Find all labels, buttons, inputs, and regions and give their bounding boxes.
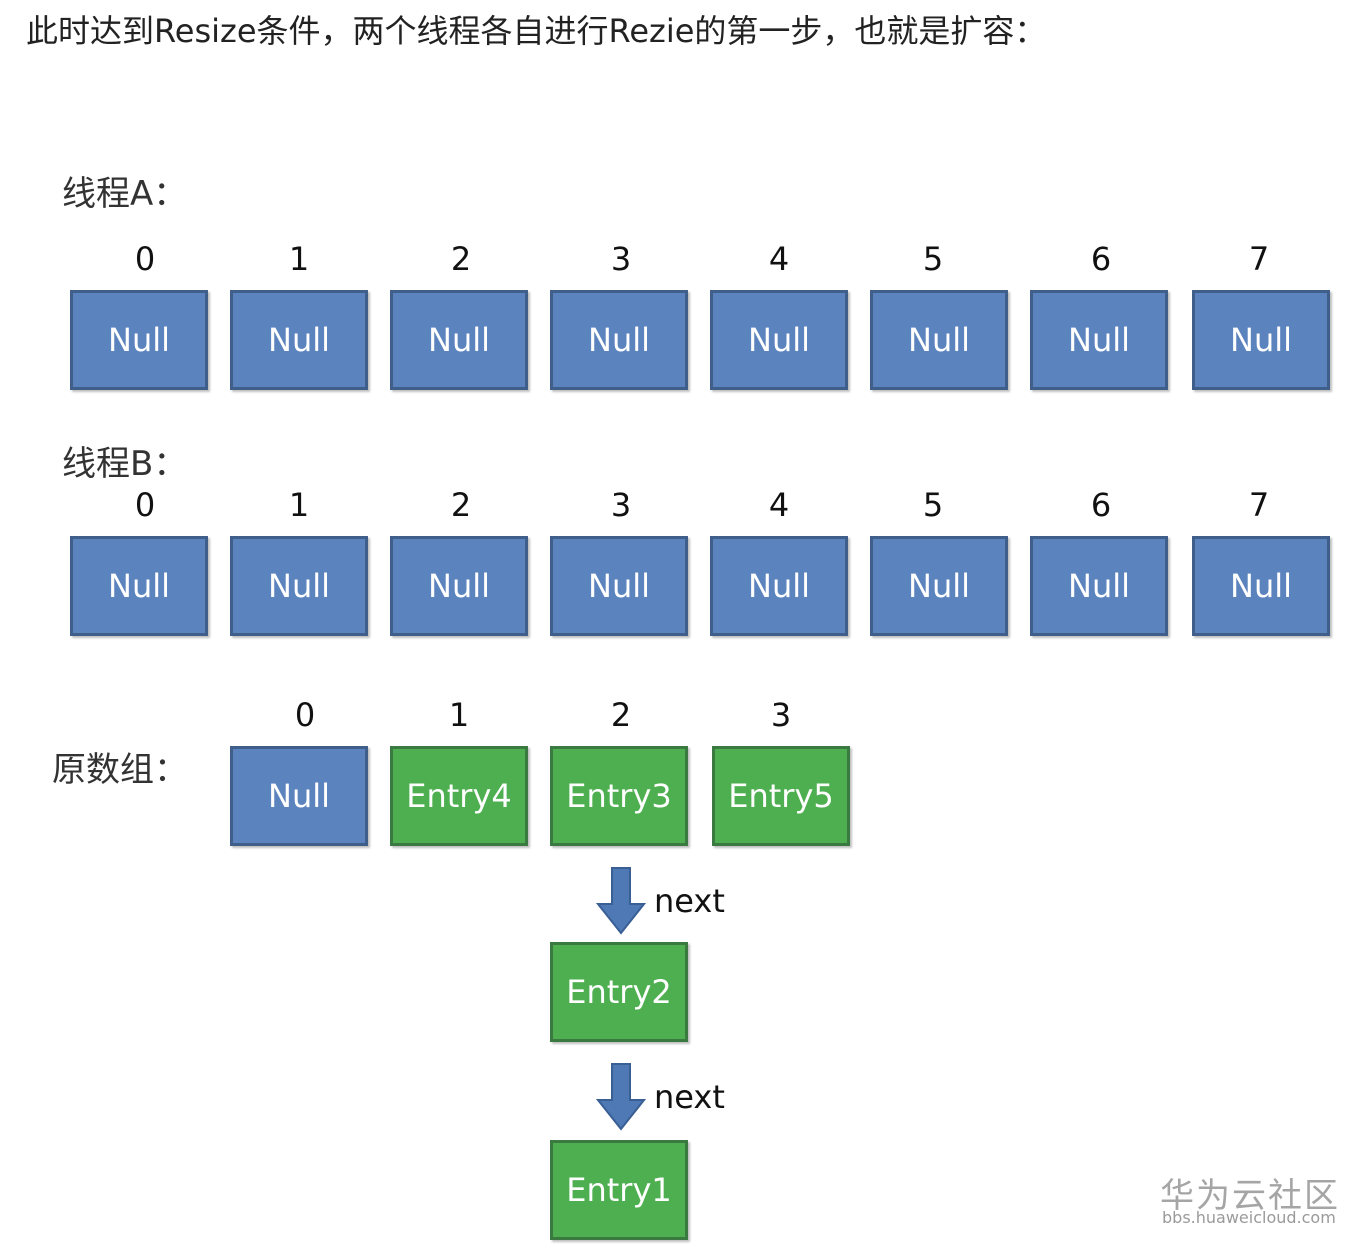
original-index: 3 — [770, 696, 792, 734]
thread-a-index: 1 — [288, 240, 310, 278]
original-cell-entry4: Entry4 — [390, 746, 528, 846]
thread-b-cell: Null — [1030, 536, 1168, 636]
watermark-logo-text: 华为云社区 — [1160, 1176, 1340, 1216]
thread-b-cell: Null — [230, 536, 368, 636]
original-index: 2 — [610, 696, 632, 734]
thread-a-cell: Null — [1030, 290, 1168, 390]
original-index: 0 — [294, 696, 316, 734]
thread-b-cell: Null — [390, 536, 528, 636]
next-label: next — [654, 882, 725, 920]
thread-b-index: 7 — [1248, 486, 1270, 524]
thread-b-cell: Null — [870, 536, 1008, 636]
original-cell-null: Null — [230, 746, 368, 846]
thread-a-index: 7 — [1248, 240, 1270, 278]
thread-b-index: 6 — [1090, 486, 1112, 524]
thread-b-index: 5 — [922, 486, 944, 524]
thread-a-index: 3 — [610, 240, 632, 278]
thread-b-index: 4 — [768, 486, 790, 524]
thread-a-cell: Null — [550, 290, 688, 390]
thread-b-index: 2 — [450, 486, 472, 524]
down-arrow-icon — [596, 1063, 646, 1131]
thread-a-index: 5 — [922, 240, 944, 278]
next-label: next — [654, 1078, 725, 1116]
intro-text: 此时达到Resize条件，两个线程各自进行Rezie的第一步，也就是扩容： — [26, 12, 1047, 50]
chain-node-entry1: Entry1 — [550, 1140, 688, 1240]
thread-a-cell: Null — [70, 290, 208, 390]
thread-b-index: 0 — [134, 486, 156, 524]
thread-b-cell: Null — [1192, 536, 1330, 636]
thread-b-cell: Null — [70, 536, 208, 636]
thread-a-cell: Null — [710, 290, 848, 390]
thread-a-cell: Null — [1192, 290, 1330, 390]
thread-a-cell: Null — [870, 290, 1008, 390]
chain-node-entry2: Entry2 — [550, 942, 688, 1042]
thread-a-index: 0 — [134, 240, 156, 278]
thread-b-cell: Null — [550, 536, 688, 636]
thread-a-cell: Null — [230, 290, 368, 390]
original-cell-entry5: Entry5 — [712, 746, 850, 846]
thread-b-label: 线程B： — [62, 444, 188, 484]
thread-a-index: 2 — [450, 240, 472, 278]
original-array-label: 原数组： — [52, 750, 188, 790]
thread-b-cell: Null — [710, 536, 848, 636]
thread-b-index: 3 — [610, 486, 632, 524]
thread-a-index: 6 — [1090, 240, 1112, 278]
down-arrow-icon — [596, 867, 646, 935]
thread-a-cell: Null — [390, 290, 528, 390]
watermark-url: bbs.huaweicloud.com — [1162, 1208, 1336, 1227]
thread-a-label: 线程A： — [62, 174, 188, 214]
original-index: 1 — [448, 696, 470, 734]
original-cell-entry3: Entry3 — [550, 746, 688, 846]
thread-b-index: 1 — [288, 486, 310, 524]
thread-a-index: 4 — [768, 240, 790, 278]
